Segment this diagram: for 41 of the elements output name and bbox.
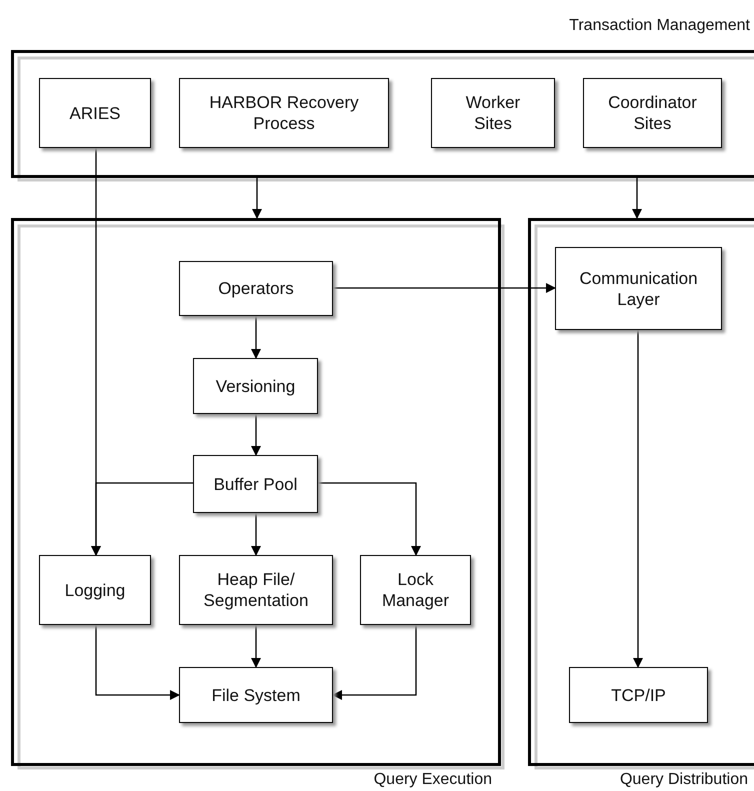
group-title: Query Execution xyxy=(374,771,492,789)
group-title: Transaction Management xyxy=(569,17,750,35)
arrow xyxy=(333,283,556,293)
arrow xyxy=(318,482,421,556)
component-label: ARIES xyxy=(69,102,121,124)
component-label: HARBOR Recovery Process xyxy=(208,92,360,134)
component-box xyxy=(179,78,389,148)
component-label: File System xyxy=(212,684,300,706)
component-box xyxy=(179,667,333,723)
component-label: Coordinator Sites xyxy=(607,92,698,134)
arrow xyxy=(251,513,261,556)
component-label: Heap File/ Segmentation xyxy=(202,569,310,611)
component-label: Lock Manager xyxy=(380,569,450,611)
component-box xyxy=(193,358,318,414)
component-box xyxy=(39,78,151,148)
arrow xyxy=(251,316,261,359)
component-label: TCP/IP xyxy=(611,684,666,706)
component-box xyxy=(583,78,722,148)
arrow xyxy=(251,625,261,668)
component-box xyxy=(39,555,151,625)
component-label: Versioning xyxy=(216,376,296,396)
component-label: Operators xyxy=(218,278,294,299)
arrow xyxy=(251,414,261,456)
component-label: Communication Layer xyxy=(578,268,699,310)
arrow xyxy=(633,330,643,668)
group-title: Query Distribution xyxy=(620,771,748,789)
arrow xyxy=(95,625,180,700)
arrow xyxy=(632,178,642,219)
component-box xyxy=(179,555,333,625)
component-box xyxy=(360,555,471,625)
component-box xyxy=(179,261,333,316)
component-label: Worker Sites xyxy=(464,92,522,134)
arrow xyxy=(252,178,262,219)
component-box xyxy=(431,78,555,148)
component-label: Buffer Pool xyxy=(214,474,298,494)
arrow xyxy=(91,482,193,556)
component-box xyxy=(569,667,708,723)
arrow xyxy=(332,625,417,700)
component-box xyxy=(555,247,722,330)
component-box xyxy=(193,455,318,513)
component-label: Logging xyxy=(64,580,126,600)
